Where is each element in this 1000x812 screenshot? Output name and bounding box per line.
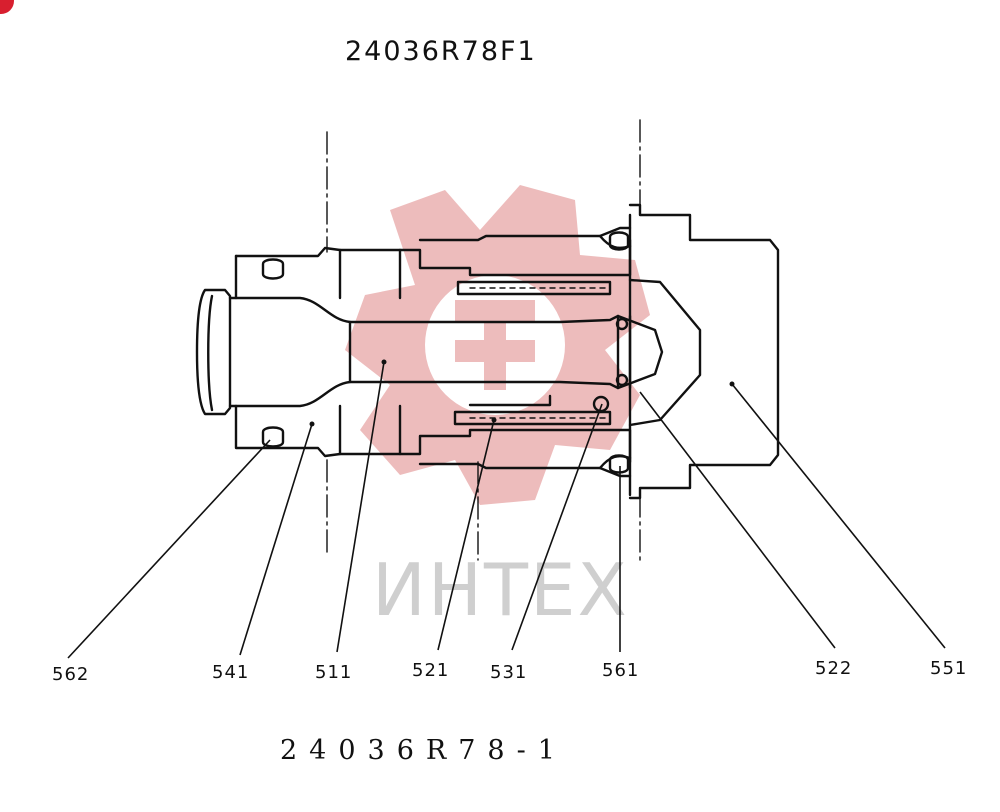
part-label-531: 531 — [490, 662, 528, 683]
part-label-511: 511 — [315, 662, 353, 683]
part-label-521: 521 — [412, 660, 450, 681]
part-label-561: 561 — [602, 660, 640, 681]
watermark-text: ИНТЕХ — [372, 548, 629, 632]
part-label-541: 541 — [212, 662, 250, 683]
part-label-551: 551 — [930, 658, 968, 679]
drawing-subtitle: 24036R78-1 — [280, 735, 567, 766]
part-label-522: 522 — [815, 658, 853, 679]
part-label-562: 562 — [52, 664, 90, 685]
drawing-title: 24036R78F1 — [345, 36, 537, 67]
